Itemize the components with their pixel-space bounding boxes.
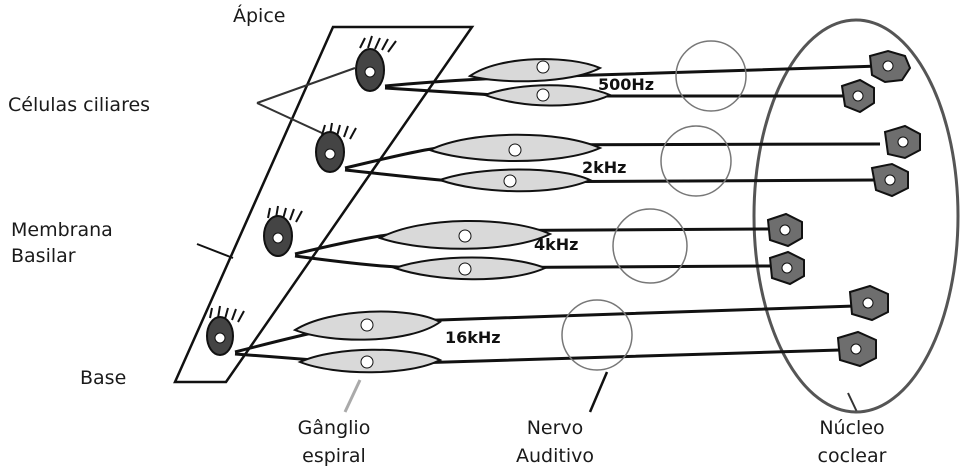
nerve-cross-section-circle — [613, 209, 687, 283]
nerve-cross-section-circle — [562, 300, 632, 370]
ganglion-cell — [470, 59, 600, 81]
cochlear-nucleus-pointer — [848, 393, 857, 412]
frequency-label-2khz: 2kHz — [582, 158, 626, 177]
base-label: Base — [80, 366, 126, 390]
spiral-ganglion-pointer — [345, 380, 360, 412]
nerve-cross-section-circle — [661, 126, 731, 196]
nerve-cross-section-circle — [676, 41, 746, 111]
cochlear-nucleus-label-line1: Núcleo — [792, 416, 912, 440]
cochlear-nucleus-label-line2: coclear — [792, 444, 912, 468]
basilar-membrane-label-line2: Basilar — [11, 244, 76, 268]
auditory-nerve-pointer — [590, 372, 607, 412]
apex-label: Ápice — [233, 4, 285, 28]
auditory-nerve-label-line2: Auditivo — [495, 444, 615, 468]
auditory-nerve-label-line1: Nervo — [495, 416, 615, 440]
spiral-ganglion-label-line2: espiral — [279, 444, 389, 468]
spiral-ganglion-label-line1: Gânglio — [279, 416, 389, 440]
frequency-label-500hz: 500Hz — [598, 75, 654, 94]
frequency-label-4khz: 4kHz — [534, 235, 578, 254]
hair-cells-label: Células ciliares — [8, 93, 150, 117]
basilar-membrane-label-line1: Membrana — [11, 218, 113, 242]
frequency-label-16khz: 16kHz — [445, 328, 501, 347]
basilar-membrane-pointer — [197, 244, 233, 258]
